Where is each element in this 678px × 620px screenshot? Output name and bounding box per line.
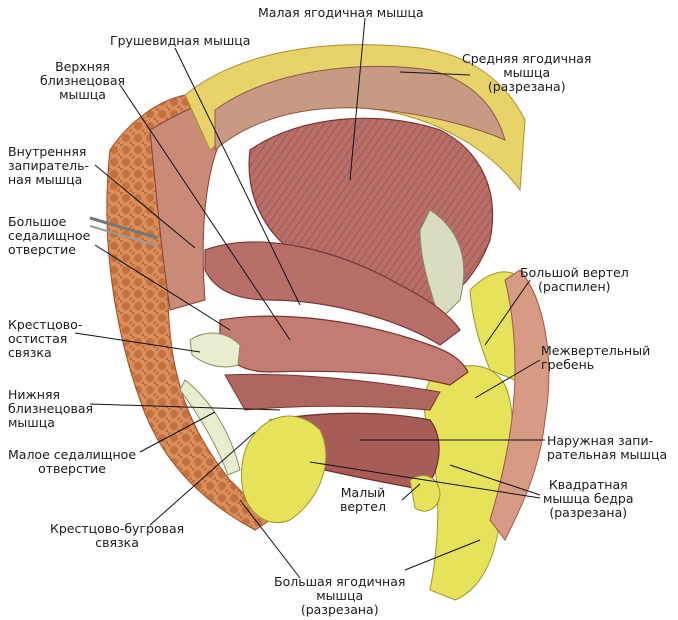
leader-gemellus-inferior bbox=[89, 403, 281, 411]
leader-lines bbox=[74, 17, 545, 579]
ischial-tuberosity bbox=[240, 415, 327, 523]
label-line: (распилен) bbox=[538, 279, 611, 294]
label-gluteus-maximus: Большая ягодичная мышца (разрезана) bbox=[274, 575, 405, 617]
label-line: Наружная запи- bbox=[547, 433, 654, 448]
probe-instrument-tip bbox=[89, 225, 159, 247]
label-gluteus-medius: Средняя ягодичная мышца (разрезана) bbox=[462, 52, 591, 94]
leader-gluteus-maximus bbox=[239, 499, 301, 579]
label-quadratus-femoris: Квадратная мышца бедра (разрезана) bbox=[543, 478, 634, 520]
label-gemellus-superior: Верхняя близнецовая мышца bbox=[40, 60, 125, 102]
label-line: Большая ягодичная bbox=[274, 574, 406, 589]
label-sacrospinous-ligament: Крестцово- остистая связка bbox=[8, 318, 82, 360]
label-line: Крестцово- bbox=[8, 317, 83, 332]
label-gluteus-minimus: Малая ягодичная мышца bbox=[258, 6, 424, 20]
leader-quadratus-femoris bbox=[449, 464, 541, 496]
label-line: Большой вертел bbox=[520, 265, 629, 280]
label-line: запиратель- bbox=[8, 158, 90, 173]
label-sacrotuberous-ligament: Крестцово-бугровая связка bbox=[50, 522, 184, 550]
label-line: Квадратная bbox=[548, 477, 628, 492]
label-line: мышца бедра bbox=[543, 491, 634, 506]
leader-quadratus-femoris-2 bbox=[309, 461, 541, 499]
leader-lesser-sciatic-foramen bbox=[139, 411, 216, 453]
label-line: Малый bbox=[340, 485, 386, 500]
label-line: Крестцово-бугровая bbox=[50, 521, 185, 536]
label-line: Верхняя bbox=[55, 59, 110, 74]
label-obturator-internus: Внутренняя запиратель- ная мышца bbox=[8, 145, 89, 187]
label-line: мышца bbox=[316, 588, 364, 603]
label-line: связка bbox=[8, 345, 52, 360]
label-line: гребень bbox=[541, 357, 595, 372]
leader-gluteus-medius bbox=[399, 71, 471, 76]
label-line: остистая bbox=[8, 331, 68, 346]
leader-sacrospinous-ligament bbox=[74, 332, 201, 353]
label-line: Малая ягодичная мышца bbox=[258, 5, 424, 20]
label-lesser-sciatic-foramen: Малое седалищное отверстие bbox=[8, 448, 136, 476]
label-line: Большое bbox=[8, 214, 67, 229]
label-line: мышца bbox=[503, 65, 551, 80]
label-line: (разрезана) bbox=[487, 79, 566, 94]
leader-lesser-trochanter bbox=[401, 483, 421, 501]
label-line: вертел bbox=[340, 499, 386, 514]
label-line: Средняя ягодичная bbox=[462, 51, 592, 66]
leader-sacrotuberous-ligament bbox=[149, 431, 256, 526]
label-line: Грушевидная мышца bbox=[110, 33, 251, 48]
label-intertrochanteric-crest: Межвертельный гребень bbox=[541, 344, 650, 372]
label-line: близнецовая bbox=[8, 401, 94, 416]
label-line: рательная мышца bbox=[547, 447, 668, 462]
label-lesser-trochanter: Малый вертел bbox=[340, 486, 386, 514]
leader-obturator-internus bbox=[94, 164, 196, 249]
gluteus-minimus-tendon bbox=[419, 209, 465, 321]
leader-greater-trochanter bbox=[484, 279, 531, 346]
label-line: Внутренняя bbox=[8, 144, 87, 159]
gemellus-inferior-muscle bbox=[224, 373, 441, 411]
piriformis-muscle bbox=[204, 241, 461, 346]
leader-piriformis bbox=[174, 47, 301, 306]
subcutaneous-fat-right bbox=[489, 269, 550, 541]
label-gemellus-inferior: Нижняя близнецовая мышца bbox=[8, 388, 93, 430]
leader-greater-sciatic-foramen bbox=[94, 244, 231, 331]
leader-gluteus-minimus bbox=[349, 17, 366, 181]
lesser-trochanter bbox=[409, 475, 441, 512]
probe-instrument bbox=[89, 216, 159, 240]
label-greater-sciatic-foramen: Большое седалищное отверстие bbox=[8, 215, 90, 257]
leader-gluteus-maximus-right bbox=[404, 539, 481, 571]
gluteus-medius-muscle bbox=[214, 65, 506, 152]
label-line: (разрезана) bbox=[549, 505, 628, 520]
label-line: седалищное bbox=[8, 228, 91, 243]
label-obturator-externus: Наружная запи- рательная мышца bbox=[547, 434, 667, 462]
label-line: ная мышца bbox=[8, 172, 83, 187]
leader-intertrochanteric-crest bbox=[474, 359, 541, 399]
label-line: отверстие bbox=[38, 461, 106, 476]
label-line: мышца bbox=[8, 415, 55, 430]
label-line: Межвертельный bbox=[541, 343, 651, 358]
label-piriformis: Грушевидная мышца bbox=[110, 34, 250, 48]
label-line: мышца bbox=[59, 87, 106, 102]
label-line: отверстие bbox=[8, 242, 76, 257]
gemellus-obturator-group bbox=[219, 315, 469, 386]
sacrospinous-ligament-shape bbox=[189, 332, 241, 368]
label-line: Нижняя bbox=[8, 387, 60, 402]
label-greater-trochanter: Большой вертел (распилен) bbox=[520, 266, 629, 294]
femur-shaft bbox=[423, 365, 514, 601]
label-line: связка bbox=[95, 535, 139, 550]
label-line: (разрезана) bbox=[300, 602, 379, 617]
label-line: Малое седалищное bbox=[8, 447, 137, 462]
label-line: близнецовая bbox=[40, 73, 126, 88]
leader-gemellus-superior bbox=[119, 84, 291, 341]
